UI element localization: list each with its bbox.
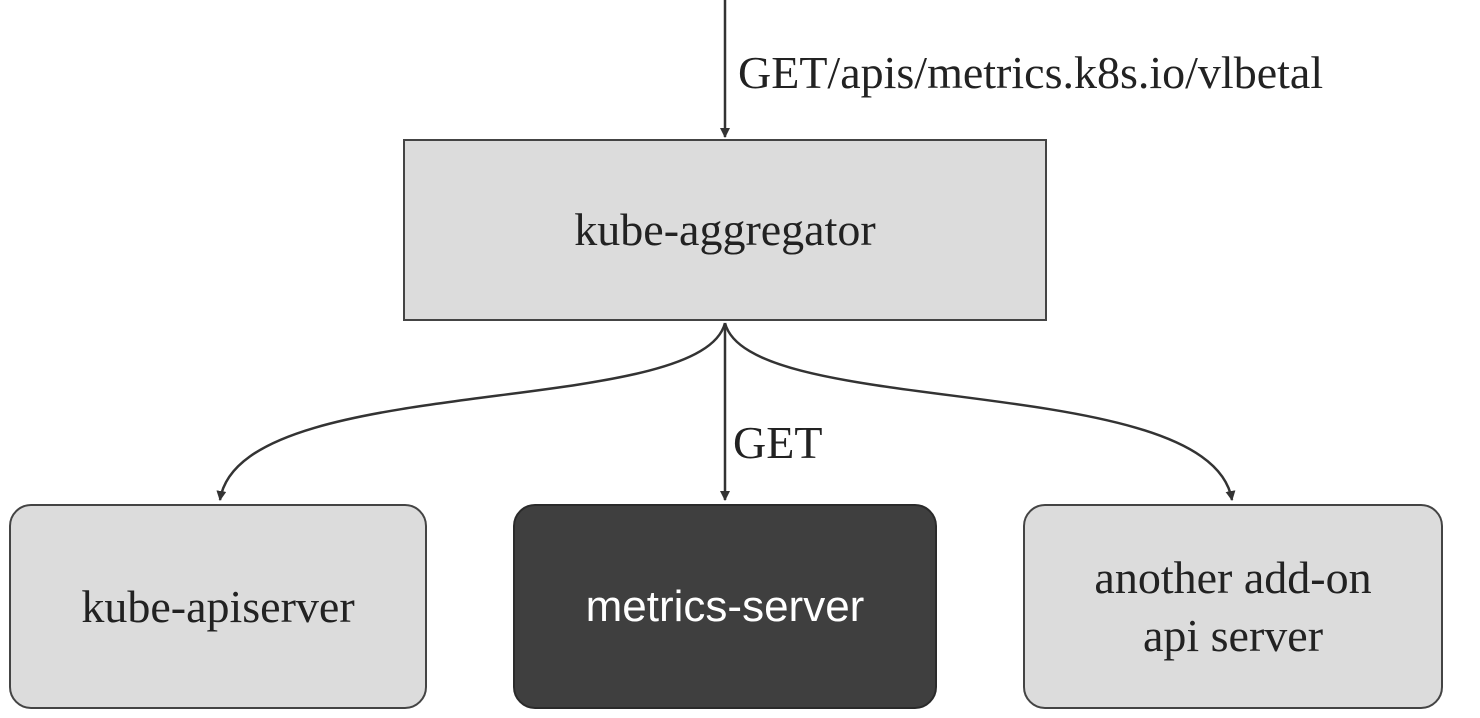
metrics-server-label: metrics-server	[585, 582, 865, 631]
arrow-to-addon-server	[723, 322, 1236, 501]
kube-apiserver-label: kube-apiserver	[81, 580, 355, 632]
incoming-request-label: GET/apis/metrics.k8s.io/vlbetal	[738, 47, 1324, 98]
kube-aggregator-label: kube-aggregator	[574, 204, 876, 256]
addon-api-server-label: another add-on api server	[1094, 552, 1372, 661]
arrow-to-kube-apiserver	[216, 322, 727, 501]
metrics-server-box: metrics-server	[513, 504, 937, 709]
kube-apiserver-box: kube-apiserver	[9, 504, 427, 709]
metrics-get-label: GET	[733, 417, 823, 468]
kube-aggregator-box: kube-aggregator	[403, 139, 1047, 321]
addon-api-server-box: another add-on api server	[1023, 504, 1443, 709]
